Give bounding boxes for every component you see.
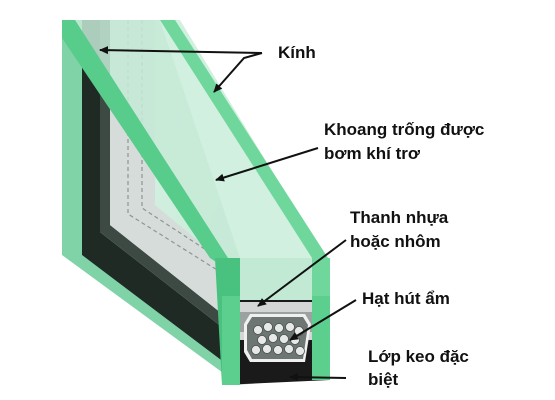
- label-glass: Kính: [278, 43, 316, 62]
- label-spacer-line2: hoặc nhôm: [350, 232, 441, 251]
- arrow-cavity: [215, 147, 319, 182]
- label-sealant-line2: biệt: [368, 370, 399, 389]
- label-cavity-line1: Khoang trống được: [324, 120, 485, 139]
- arrow-glass-left: [99, 46, 263, 55]
- leader-arrows: [99, 46, 357, 382]
- arrow-spacer: [257, 239, 347, 307]
- label-desiccant: Hạt hút ẩm: [362, 289, 450, 308]
- arrow-desiccant: [289, 299, 357, 341]
- label-sealant-line1: Lớp keo đặc: [368, 347, 469, 366]
- arrow-glass-right: [213, 52, 263, 93]
- label-cavity-line2: bơm khí trơ: [324, 144, 420, 163]
- arrow-sealant: [289, 373, 347, 382]
- label-spacer-line1: Thanh nhựa: [350, 208, 449, 227]
